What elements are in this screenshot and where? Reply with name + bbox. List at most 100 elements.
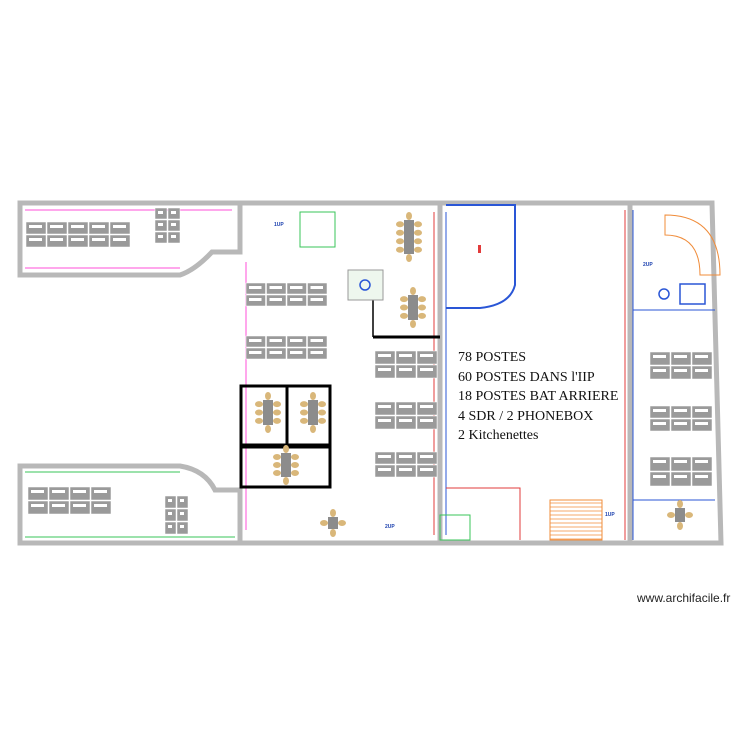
desk-equipment [695,422,708,425]
desk [416,350,438,365]
desk-equipment [31,504,44,507]
desk-equipment [171,235,176,238]
desk-equipment [290,351,303,354]
chair [406,254,412,262]
desk-equipment [674,409,687,412]
desk-equipment [171,211,176,214]
desk-equipment [674,475,687,478]
desk-equipment [180,525,184,528]
chair [300,409,308,416]
level-tag: 2UP [385,524,395,530]
desk-equipment [113,238,126,241]
colored-lines [25,204,715,540]
desk [90,500,112,515]
desk [395,415,417,430]
chair [685,512,693,518]
desk-equipment [113,225,126,228]
desk-equipment [653,369,666,372]
desk [395,401,417,416]
chair [418,296,426,303]
desk [649,351,671,366]
desk-equipment [695,355,708,358]
desk [416,364,438,379]
chair [677,522,683,530]
desk-equipment [168,512,172,515]
chair [273,462,281,468]
chair [396,221,404,228]
stairs [299,211,721,541]
desk [670,456,692,472]
chair [300,401,308,408]
table [263,400,273,425]
desk-equipment [249,286,262,289]
desk-equipment [249,339,262,342]
desk-equipment [674,422,687,425]
desk-equipment [290,298,303,301]
table [408,295,418,320]
chair [273,454,281,460]
desk-equipment [269,298,282,301]
chair [406,212,412,220]
chair [265,425,271,433]
desk [691,456,713,472]
chair [318,417,326,424]
summary-line: 2 Kitchenettes [458,428,539,443]
level-tag: 1UP [274,222,284,228]
desk-equipment [399,419,412,422]
table [328,517,338,529]
desk [649,456,671,472]
desk-equipment [674,460,687,463]
desk-equipment [158,211,163,214]
desk-equipment [71,225,84,228]
desk-equipment [31,490,44,493]
desk [374,401,396,416]
chair [414,246,422,253]
chair [255,417,263,424]
desk [395,350,417,365]
chair [310,392,316,400]
desk [670,351,692,366]
chair [414,221,422,228]
desk [374,415,396,430]
desk [395,364,417,379]
desk-equipment [674,369,687,372]
marker [478,245,481,253]
summary-line: 18 POSTES BAT ARRIERE [458,389,619,404]
desk [27,500,49,515]
chair [300,417,308,424]
chair [318,401,326,408]
chair [396,238,404,245]
desk-equipment [249,298,262,301]
summary-line: 60 POSTES DANS l'IIP [458,369,595,385]
desk-equipment [378,354,391,357]
desk [416,401,438,416]
desk-equipment [695,460,708,463]
desk-equipment [52,490,65,493]
desk-equipment [249,351,262,354]
desk [374,350,396,365]
desk-equipment [71,238,84,241]
desk-equipment [290,286,303,289]
chair [273,417,281,424]
chair [396,229,404,236]
chair [396,246,404,253]
table [675,508,685,522]
desk-equipment [50,238,63,241]
chair [273,409,281,416]
desk [691,365,713,380]
desk [27,486,49,501]
chair [410,320,416,328]
desk-equipment [695,409,708,412]
desk-equipment [653,460,666,463]
chair [291,470,299,476]
desk [374,364,396,379]
chair [667,512,675,518]
desk-equipment [420,455,433,458]
desk-equipment [399,468,412,471]
meeting-tables [255,212,693,537]
desk-equipment [695,475,708,478]
desk [670,471,692,487]
desk-equipment [290,339,303,342]
